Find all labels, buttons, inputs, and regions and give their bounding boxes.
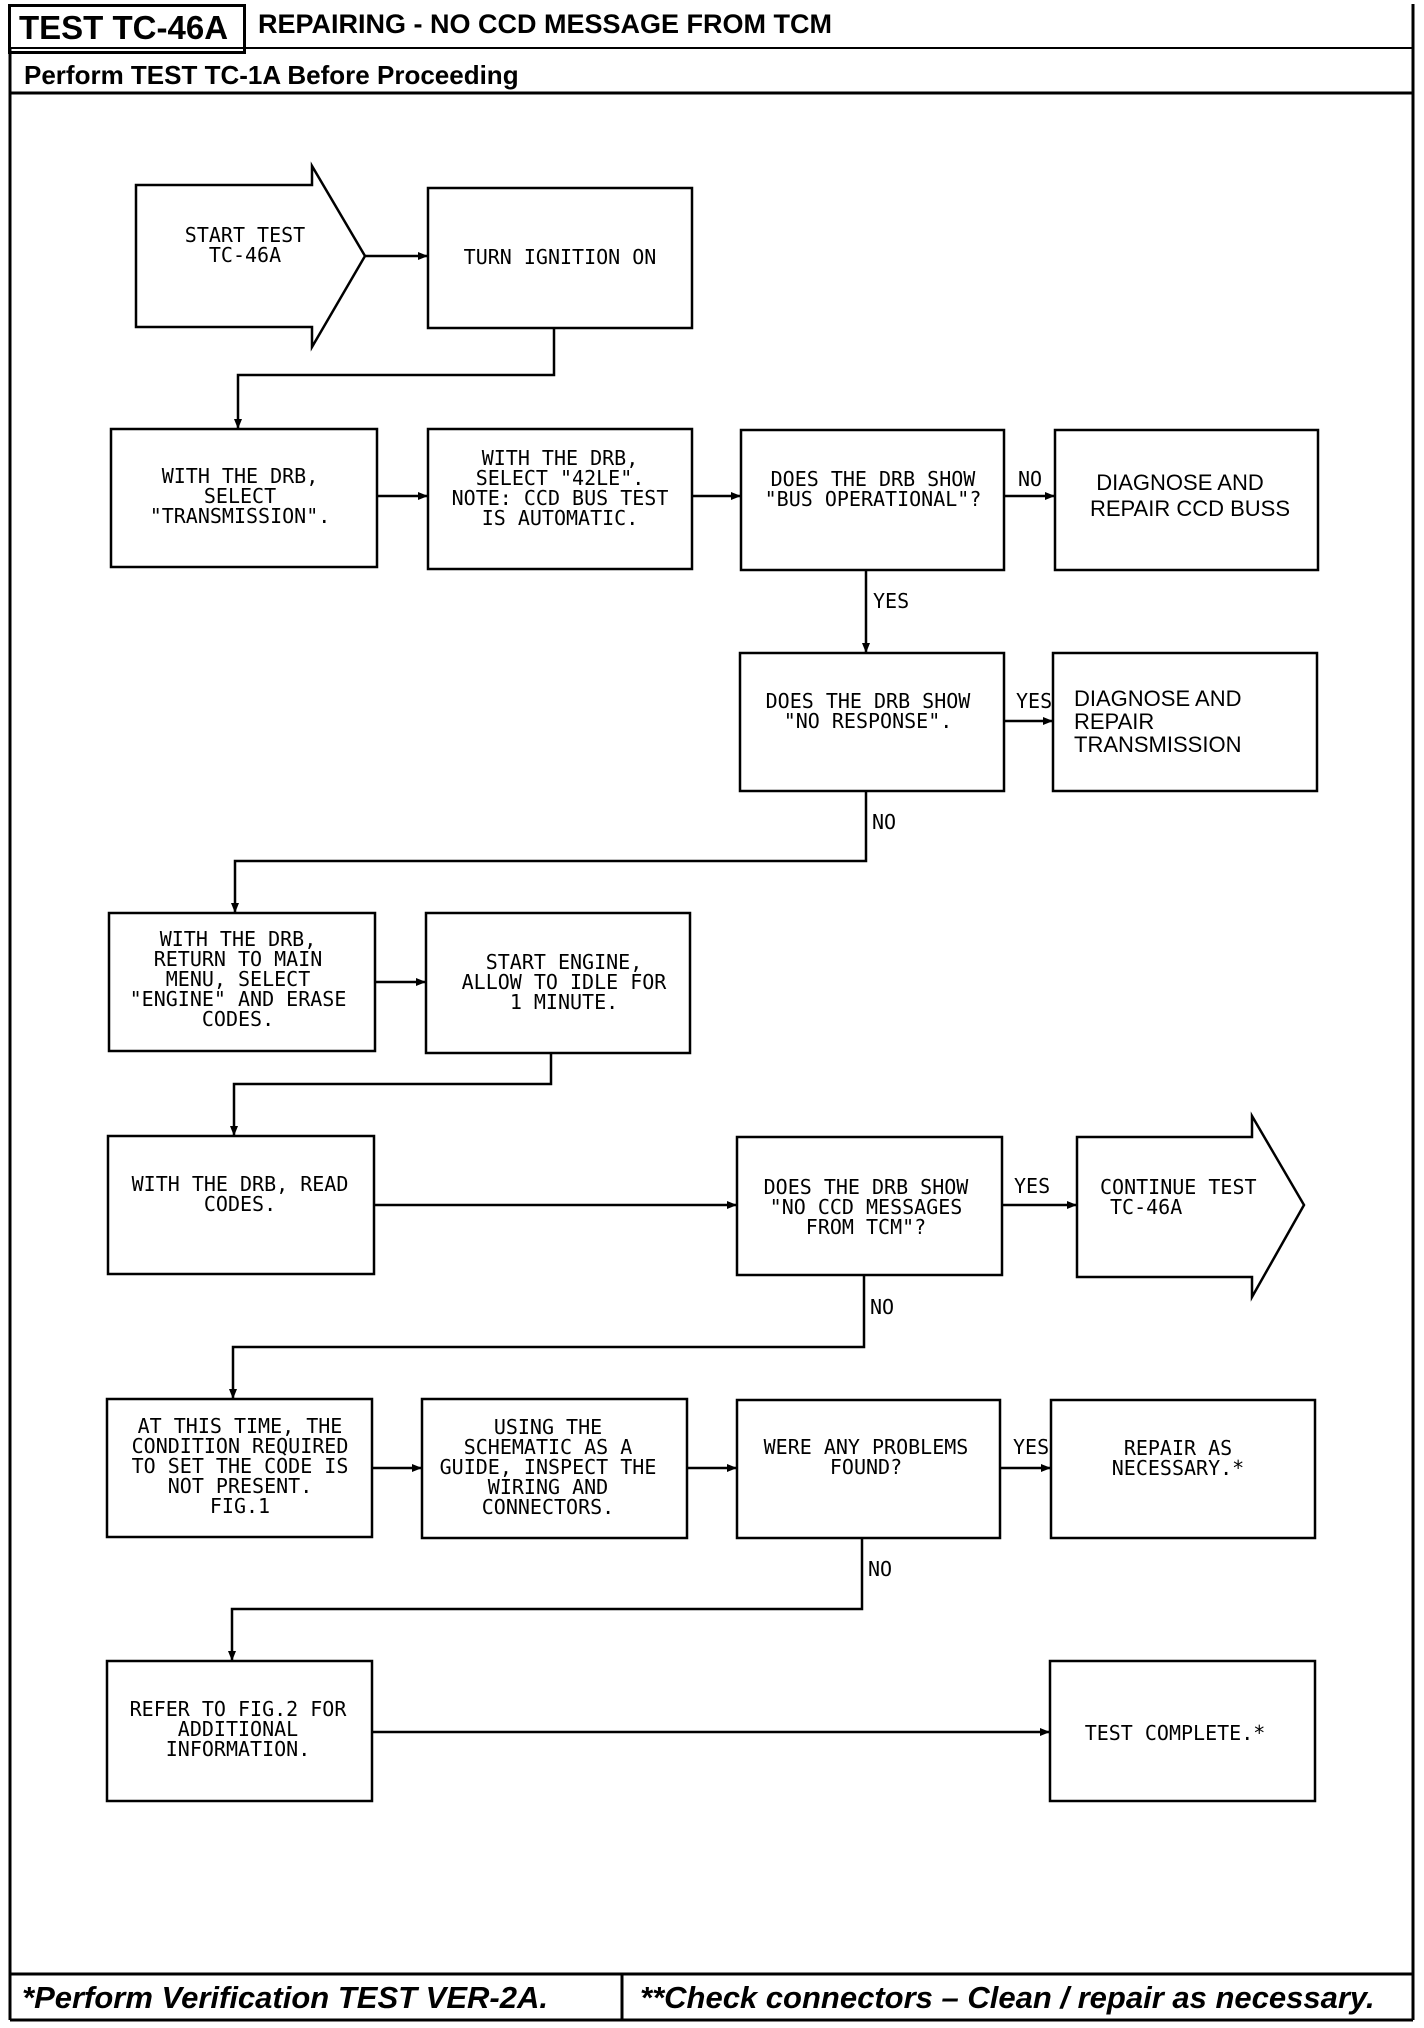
branch-label-noresp-no: NO xyxy=(872,810,896,834)
test-id-box: TEST TC-46A xyxy=(8,4,246,54)
condition-node-shape xyxy=(105,1397,374,1539)
prerequisite-note: Perform TEST TC-1A Before Proceeding xyxy=(24,60,519,90)
start-engine-node-shape xyxy=(424,911,692,1055)
branch-label-problems-yes: YES xyxy=(1013,1435,1049,1459)
branch-label-bus-yes: YES xyxy=(873,589,909,613)
branch-label-problems-no: NO xyxy=(868,1557,892,1581)
repair-trans-node-shape xyxy=(1051,651,1319,793)
bus-operational-node-text: DOES THE DRB SHOW"BUS OPERATIONAL"? xyxy=(765,467,982,511)
branch-label-noresp-yes: YES xyxy=(1016,689,1052,713)
footer-verification-note: *Perform Verification TEST VER-2A. xyxy=(22,1980,548,2015)
branch-label-msgs-no: NO xyxy=(870,1295,894,1319)
complete-node-shape xyxy=(1048,1659,1317,1803)
continue-node-shape xyxy=(1075,1111,1306,1302)
ignition-node-text: TURN IGNITION ON xyxy=(464,245,657,269)
branch-label-bus-no: NO xyxy=(1018,467,1042,491)
page-frame xyxy=(8,4,1415,2022)
schematic-node-shape xyxy=(420,1397,689,1540)
no-ccd-msgs-node-shape xyxy=(735,1135,1004,1277)
bus-operational-node-shape xyxy=(739,428,1006,572)
refer-fig2-node-shape xyxy=(105,1659,374,1803)
repair-ccd-node-shape xyxy=(1053,428,1320,572)
ignition-node-shape xyxy=(426,186,694,330)
branch-label-msgs-yes: YES xyxy=(1014,1174,1050,1198)
read-codes-node-shape xyxy=(106,1134,376,1276)
repair-nec-node-shape xyxy=(1049,1398,1317,1540)
no-response-node-text: DOES THE DRB SHOW"NO RESPONSE". xyxy=(766,689,972,733)
test-id: TEST TC-46A xyxy=(19,9,229,46)
footer-connectors-note: **Check connectors – Clean / repair as n… xyxy=(640,1980,1375,2015)
erase-codes-node-shape xyxy=(107,911,377,1053)
no-response-node-shape xyxy=(738,651,1006,793)
select-trans-node-shape xyxy=(109,427,379,569)
complete-node-text: TEST COMPLETE.* xyxy=(1085,1721,1266,1745)
page-title: REPAIRING - NO CCD MESSAGE FROM TCM xyxy=(258,9,833,39)
select-42le-node-shape xyxy=(426,427,694,571)
select-42le-node-text: WITH THE DRB,SELECT "42LE".NOTE: CCD BUS… xyxy=(452,446,669,530)
start-node-shape xyxy=(134,161,367,352)
select-trans-node-text: WITH THE DRB,SELECT"TRANSMISSION". xyxy=(150,464,331,528)
problems-node-shape xyxy=(735,1398,1002,1540)
flow-connectors xyxy=(228,252,1077,1736)
